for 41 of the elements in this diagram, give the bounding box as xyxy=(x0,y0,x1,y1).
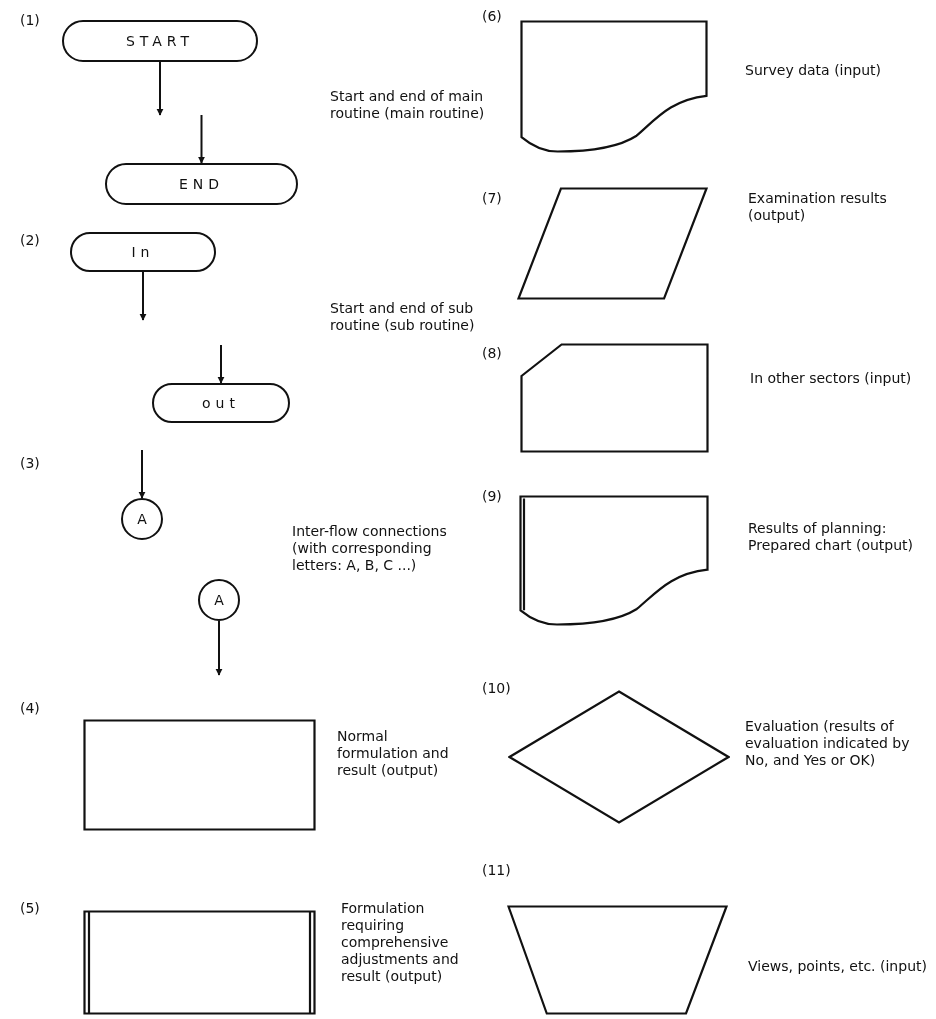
terminal-symbol: out xyxy=(152,383,290,423)
terminal-symbol: END xyxy=(105,163,298,205)
decision-diamond xyxy=(508,690,730,824)
symbol-description: Results of planning: Prepared chart (output) xyxy=(748,520,915,554)
item-number: (5) xyxy=(20,900,41,917)
symbol-description: Formulation requiring comprehensive adjustments and result (output) xyxy=(341,900,460,985)
arrow xyxy=(215,620,223,676)
item-number: (10) xyxy=(482,680,512,697)
symbol-description: Start and end of main routine (main routine) xyxy=(330,88,486,122)
manual-input-trapezoid xyxy=(507,905,728,1015)
arrow xyxy=(139,271,147,321)
symbol-description: Evaluation (results of evaluation indicated by No, and Yes or OK) xyxy=(745,718,911,769)
connector-circle: A xyxy=(121,498,163,540)
data-parallelogram xyxy=(517,187,708,300)
item-number: (2) xyxy=(20,232,41,249)
symbol-description: Inter-flow connections (with corresponding letters: A, B, C ...) xyxy=(292,523,448,574)
process-box xyxy=(520,343,709,453)
symbol-description: Examination results (output) xyxy=(748,190,888,224)
process-box xyxy=(83,910,316,1015)
item-number: (9) xyxy=(482,488,503,505)
item-number: (8) xyxy=(482,345,503,362)
terminal-symbol: START xyxy=(62,20,258,62)
item-number: (3) xyxy=(20,455,41,472)
item-number: (7) xyxy=(482,190,503,207)
arrow xyxy=(198,114,205,164)
symbol-description: In other sectors (input) xyxy=(750,370,913,387)
document-symbol xyxy=(520,20,708,153)
item-number: (4) xyxy=(20,700,41,717)
item-number: (1) xyxy=(20,12,41,29)
item-number: (6) xyxy=(482,8,503,25)
item-number: (11) xyxy=(482,862,512,879)
arrow xyxy=(156,61,164,116)
connector-circle: A xyxy=(198,579,240,621)
process-box xyxy=(83,719,316,831)
arrow xyxy=(217,344,225,384)
arrow xyxy=(138,449,146,499)
symbol-description: Survey data (input) xyxy=(745,62,883,79)
symbol-description: Start and end of sub routine (sub routine) xyxy=(330,300,476,334)
symbol-description: Normal formulation and result (output) xyxy=(337,728,450,779)
terminal-symbol: In xyxy=(70,232,216,272)
document-symbol xyxy=(519,495,709,626)
